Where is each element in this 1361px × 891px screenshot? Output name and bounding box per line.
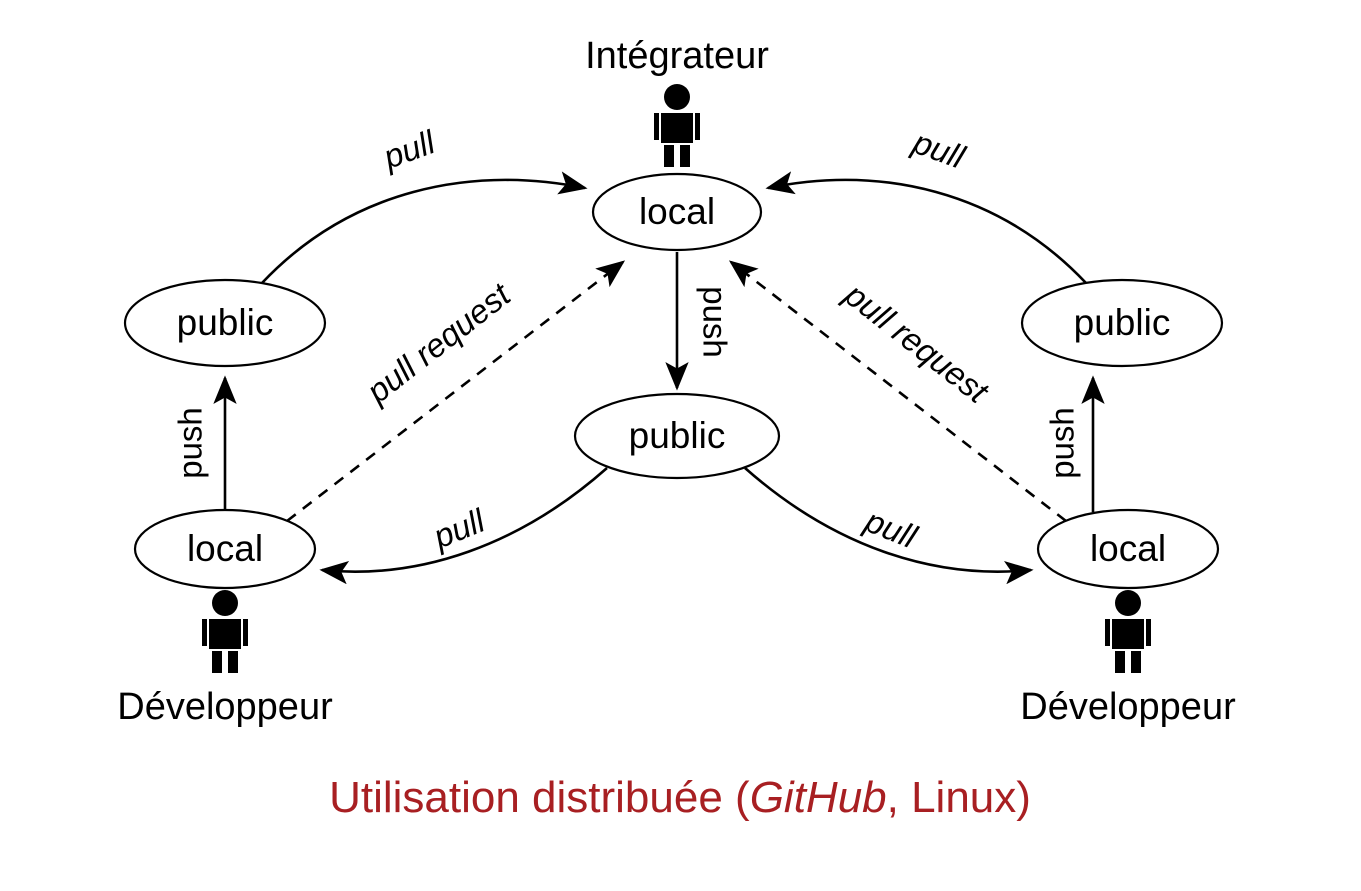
node-right-local-label: local <box>1090 528 1166 569</box>
edge-pull-top-right-path <box>765 171 1087 284</box>
caption-part-3: , Linux) <box>887 773 1031 822</box>
edge-pull-bottom-right: pull <box>744 467 1034 585</box>
node-integrator-local-label: local <box>639 191 715 232</box>
node-center-public-label: public <box>629 415 726 456</box>
edge-pull-top-left-label: pull <box>378 123 441 176</box>
edge-pull-top-left: pull <box>261 123 588 284</box>
node-left-public-label: public <box>177 302 274 343</box>
node-left-local[interactable]: local <box>133 508 317 590</box>
edge-pull-bottom-right-label: pull <box>859 501 923 556</box>
actor-developpeur-gauche-label: Développeur <box>117 686 333 728</box>
edge-push-left: push <box>172 375 237 512</box>
edge-pull-request-left-label: pull request <box>359 275 518 411</box>
edge-push-center-label: push <box>696 286 733 358</box>
caption-part-1: Utilisation distribuée ( <box>329 773 750 822</box>
edge-pull-top-left-path <box>261 171 588 284</box>
node-left-public-shape[interactable] <box>123 278 327 368</box>
caption-line: Utilisation distribuée (GitHub, Linux) <box>329 773 1031 822</box>
edge-push-left-label: push <box>172 407 209 479</box>
node-right-public-shape[interactable] <box>1020 278 1224 368</box>
node-center-public-shape[interactable] <box>573 392 781 480</box>
node-integrator-local[interactable]: local <box>591 172 763 252</box>
node-right-local[interactable]: local <box>1036 508 1220 590</box>
edge-pull-top-right: pull <box>765 123 1087 284</box>
node-right-public-label: public <box>1074 302 1171 343</box>
actor-developpeur-gauche: Développeur <box>117 590 333 728</box>
edge-pull-request-right: pull request <box>728 260 1067 523</box>
edge-pull-request-left: pull request <box>286 260 626 523</box>
edge-pull-request-right-path <box>728 260 1067 523</box>
node-left-local-label: local <box>187 528 263 569</box>
edge-pull-bottom-left: pull <box>319 467 608 585</box>
person-icon <box>202 590 248 673</box>
edge-pull-bottom-right-path <box>744 467 1034 585</box>
edge-pull-bottom-left-path <box>319 467 608 585</box>
person-icon <box>654 84 700 167</box>
caption-part-github: GitHub <box>750 773 887 822</box>
node-right-public[interactable]: public <box>1020 278 1224 368</box>
edge-push-right-label: push <box>1044 407 1081 479</box>
edge-push-center: push <box>665 252 733 391</box>
person-icon <box>1105 590 1151 673</box>
actor-developpeur-droite-label: Développeur <box>1020 686 1236 728</box>
actor-integrateur: Intégrateur <box>585 35 769 167</box>
node-right-local-shape[interactable] <box>1036 508 1220 590</box>
edge-pull-top-right-label: pull <box>908 123 971 176</box>
node-left-public[interactable]: public <box>123 278 327 368</box>
diagram-caption: Utilisation distribuée (GitHub, Linux) <box>329 773 1031 822</box>
edge-pull-request-right-label: pull request <box>837 275 996 411</box>
actor-integrateur-label: Intégrateur <box>585 35 769 77</box>
edge-push-right: push <box>1044 375 1105 512</box>
edge-pull-request-left-path <box>286 260 626 523</box>
node-center-public[interactable]: public <box>573 392 781 480</box>
node-left-local-shape[interactable] <box>133 508 317 590</box>
actor-developpeur-droite: Développeur <box>1020 590 1236 728</box>
node-integrator-local-shape[interactable] <box>591 172 763 252</box>
